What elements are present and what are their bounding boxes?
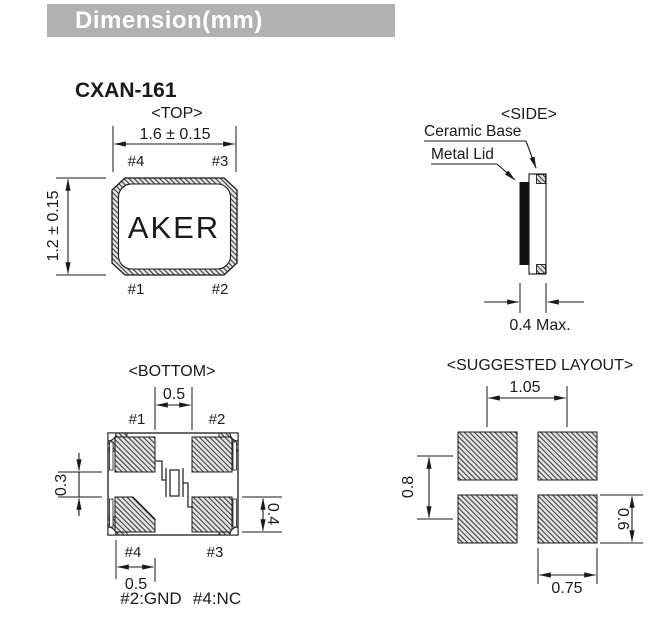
layout-view-label: <SUGGESTED LAYOUT> [447,357,633,374]
top-view: <TOP> 1.6 ± 0.15 #4 #3 AKER #1 #2 1.2 ± [45,105,238,298]
layout-pads [457,431,598,544]
top-width-dimension: 1.6 ± 0.15 [139,126,210,143]
part-number: CXAN-161 [75,79,177,102]
top-pin-4-label: #4 [128,153,145,170]
bottom-view-label: <BOTTOM> [129,363,216,380]
top-pin-3-label: #3 [212,153,229,170]
layout-view: <SUGGESTED LAYOUT> 1.05 0.8 [400,357,643,597]
layout-pitch-y-dimension-lines [417,455,453,520]
top-pin-2-label: #2 [212,281,229,298]
side-thickness-dimension-lines [484,283,584,313]
bottom-gap-dimension-top: 0.5 [163,386,185,403]
ceramic-base-callout: Ceramic Base [424,123,521,140]
bottom-gap-left-dimension-lines [58,453,102,516]
layout-pad-height-dimension-lines [600,494,643,544]
top-view-label: <TOP> [151,105,202,122]
bottom-gap-top-dimension-lines [154,387,193,430]
bottom-pin-1-label: #1 [129,411,146,428]
side-view: <SIDE> Ceramic Base Metal Lid [424,106,584,334]
bottom-pin-3-label: #3 [207,544,224,561]
metal-lid-callout: Metal Lid [431,146,494,163]
layout-pad-bottom-left [457,494,518,544]
layout-pad-bottom-right [537,494,598,544]
layout-pad-top-right [537,431,598,481]
ceramic-base-leader [424,140,537,169]
bottom-gap-dimension-left: 0.3 [53,474,70,496]
metal-lid-shape [519,182,529,265]
section-header: Dimension(mm) [47,4,395,37]
layout-pitch-x-dimension-lines [486,386,568,427]
side-pad-top [536,174,546,184]
section-title: Dimension(mm) [75,6,263,34]
side-thickness-dimension: 0.4 Max. [509,317,570,334]
crystal-symbol [155,460,192,508]
top-width-dimension-lines [112,126,237,172]
bottom-view: <BOTTOM> 0.5 #1 #2 [53,363,282,608]
layout-pitch-y-dimension: 0.8 [400,476,417,498]
bottom-pad-height-dimension-lines [242,496,282,533]
side-pad-bottom [536,264,546,274]
side-view-label: <SIDE> [501,106,557,123]
side-profile [519,173,547,275]
top-height-dimension-lines [56,177,106,276]
bottom-pad-3 [191,496,233,533]
layout-pad-height-dimension: 0.6 [614,508,631,530]
top-height-dimension: 1.2 ± 0.15 [45,190,62,261]
pin-note-nc: #4:NC [193,589,241,608]
ceramic-base-shape [528,173,547,275]
layout-pad-top-left [457,431,518,481]
bottom-pad-2 [191,436,233,473]
top-package-body: AKER [111,177,238,276]
top-pin-1-label: #1 [128,281,145,298]
bottom-pad-height-dimension: 0.4 [264,503,281,525]
layout-pad-width-dimension: 0.75 [551,580,582,597]
brand-marking: AKER [128,210,220,245]
metal-lid-leader [431,163,516,181]
layout-pitch-x-dimension: 1.05 [509,379,540,396]
layout-pad-width-dimension-lines [537,548,598,584]
bottom-pin-4-label: #4 [125,544,142,561]
pin-note-gnd: #2:GND [120,589,181,608]
bottom-pad-1 [114,436,156,473]
bottom-pad-4 [114,496,156,533]
bottom-pad-width-dimension-lines [115,540,156,582]
bottom-package-body [107,432,240,536]
bottom-pad-width-dimension: 0.5 [125,576,147,593]
bottom-pin-2-label: #2 [209,411,226,428]
